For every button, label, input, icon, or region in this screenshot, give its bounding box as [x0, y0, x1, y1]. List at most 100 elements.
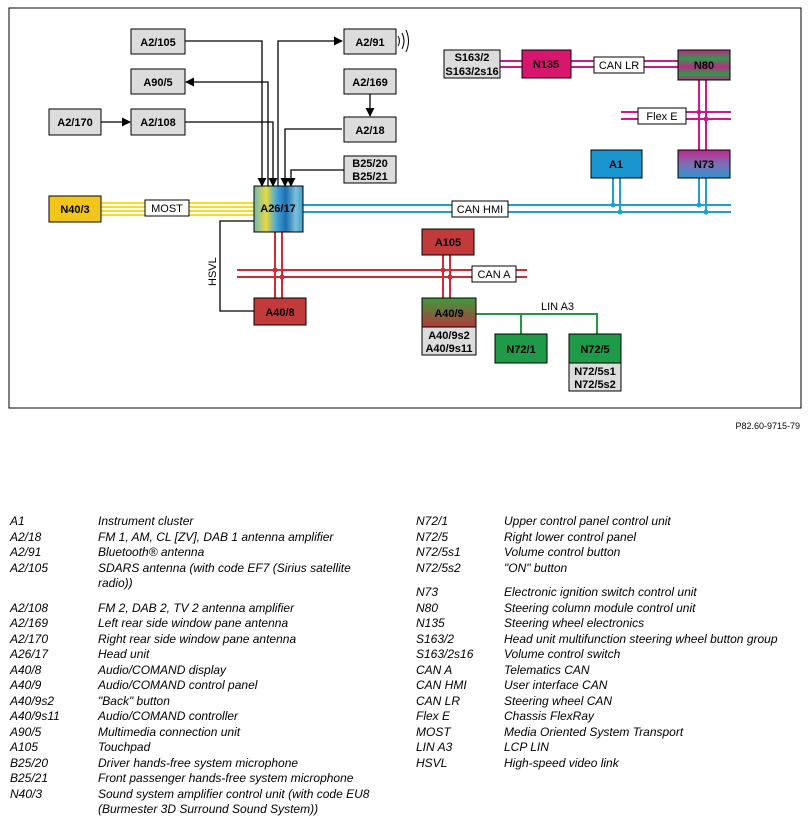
svg-text:S163/2: S163/2 — [455, 52, 490, 64]
legend-code: MOST — [416, 724, 451, 739]
svg-text:A2/18: A2/18 — [355, 125, 384, 137]
svg-text:B25/20: B25/20 — [352, 158, 387, 170]
legend-code: CAN A — [416, 662, 453, 677]
label-hsvl: HSVL — [207, 257, 219, 286]
legend-desc: Touchpad — [98, 740, 151, 754]
svg-text:N80: N80 — [694, 60, 714, 72]
legend-desc: Sound system amplifier control unit (wit… — [98, 786, 370, 801]
node-a90-5: A90/5 — [130, 68, 186, 95]
svg-text:N73: N73 — [694, 159, 714, 171]
legend-code: HSVL — [416, 755, 448, 770]
label-can-lr: CAN LR — [593, 56, 645, 74]
label-flex-e: Flex E — [637, 107, 687, 125]
svg-text:B25/21: B25/21 — [352, 171, 387, 183]
lin-a3-bus — [476, 313, 598, 334]
legend-code: A90/5 — [10, 724, 42, 739]
hsvl-link — [219, 220, 257, 312]
legend-desc: LCP LIN — [504, 740, 549, 754]
legend-code: A1 — [10, 514, 25, 528]
svg-text:A2/169: A2/169 — [352, 77, 387, 89]
legend-desc: High-speed video link — [504, 755, 619, 770]
legend-code: N135 — [416, 616, 445, 630]
node-a1: A1 — [590, 149, 643, 179]
legend-desc: Audio/COMAND controller — [98, 709, 239, 723]
legend-code: B25/21 — [10, 771, 49, 785]
svg-text:S163/2s16: S163/2s16 — [445, 66, 498, 78]
legend-desc: Instrument cluster — [98, 514, 194, 528]
legend-code: N40/3 — [10, 786, 43, 801]
legend-desc: SDARS antenna (with code EF7 (Sirius sat… — [98, 560, 351, 575]
svg-text:A2/91: A2/91 — [355, 37, 384, 49]
legend-code: Flex E — [416, 709, 451, 723]
legend-desc: Media Oriented System Transport — [504, 724, 684, 739]
svg-text:Flex E: Flex E — [646, 111, 677, 123]
node-a105: A105 — [421, 228, 475, 256]
legend-code: CAN HMI — [416, 678, 467, 692]
legend-left: A1 Instrument cluster A2/18 FM 1, AM, CL [… — [10, 514, 405, 818]
node-b25: B25/20 B25/21 — [343, 155, 397, 184]
legend-desc: Audio/COMAND control panel — [98, 678, 258, 692]
legend-desc: Head unit — [98, 647, 150, 661]
legend-code: N72/1 — [416, 514, 449, 528]
svg-text:A26/17: A26/17 — [260, 203, 295, 215]
svg-text:A2/108: A2/108 — [140, 117, 175, 129]
legend-code: A2/108 — [10, 600, 49, 615]
legend-desc: Right rear side window pane antenna — [98, 631, 297, 646]
legend-code: N72/5s1 — [416, 545, 461, 559]
svg-text:A2/170: A2/170 — [57, 117, 92, 129]
legend-desc: Steering column module control unit — [504, 600, 696, 615]
figure-reference: P82.60-9715-79 — [735, 421, 800, 431]
wireless-signal-icon — [397, 29, 409, 53]
svg-text:CAN HMI: CAN HMI — [457, 204, 503, 216]
legend-desc: Multimedia connection unit — [98, 724, 241, 739]
legend-desc: Electronic ignition switch control unit — [504, 585, 697, 599]
svg-text:A90/5: A90/5 — [143, 77, 172, 89]
legend-code: A26/17 — [10, 647, 49, 661]
svg-text:N72/5: N72/5 — [580, 344, 609, 356]
label-most: MOST — [144, 199, 190, 217]
legend-desc: Left rear side window pane antenna — [98, 616, 289, 630]
legend-code: A40/9s11 — [10, 709, 60, 723]
svg-text:A40/9: A40/9 — [434, 308, 463, 320]
legend-desc: Steering wheel CAN — [504, 693, 613, 708]
legend-code: A40/9s2 — [10, 693, 55, 708]
legend-code: A40/9 — [10, 678, 42, 692]
svg-text:CAN LR: CAN LR — [599, 60, 639, 72]
can-hmi-bus — [303, 178, 731, 213]
legend-desc: Driver hands-free system microphone — [98, 755, 299, 770]
legend-desc: Front passenger hands-free system microp… — [98, 771, 354, 785]
node-a40-8: A40/8 — [253, 297, 307, 326]
svg-text:N72/1: N72/1 — [506, 344, 535, 356]
svg-text:MOST: MOST — [151, 203, 183, 215]
can-hmi-nodes — [610, 202, 709, 215]
legend-code: A2/18 — [10, 529, 42, 544]
legend-code: A40/8 — [10, 662, 42, 677]
legend-desc: Telematics CAN — [504, 662, 590, 677]
legend-desc: Chassis FlexRay — [504, 709, 595, 723]
node-a2-170: A2/170 — [48, 108, 102, 136]
label-lin-a3: LIN A3 — [541, 301, 574, 313]
svg-text:A40/9s11: A40/9s11 — [425, 343, 472, 355]
legend-desc: FM 1, AM, CL [ZV], DAB 1 antenna amplifi… — [98, 529, 334, 544]
legend-code: B25/20 — [10, 755, 49, 770]
legend-code: A2/169 — [10, 616, 49, 630]
node-a2-169: A2/169 — [343, 68, 397, 95]
legend-code: N73 — [416, 585, 439, 599]
legend-code: LIN A3 — [416, 740, 453, 754]
legend-code: A105 — [10, 740, 39, 754]
node-n80: N80 — [677, 49, 731, 81]
label-can-a: CAN A — [471, 265, 517, 283]
legend-desc: Bluetooth® antenna — [98, 545, 205, 559]
legend-desc: "ON" button — [504, 560, 568, 575]
legend-desc: Volume control button — [504, 545, 621, 559]
svg-text:A2/105: A2/105 — [140, 37, 175, 49]
node-n72-5: N72/5 N72/5s1 N72/5s2 — [568, 333, 622, 392]
flex-e-nodes — [696, 109, 709, 122]
legend-code: N72/5s2 — [416, 560, 461, 575]
legend-desc: FM 2, DAB 2, TV 2 antenna amplifier — [98, 600, 295, 615]
wiring-diagram: A2/105 A2/91 A90/5 A2/169 A2/170 A2/108 … — [8, 7, 802, 409]
svg-text:A40/8: A40/8 — [265, 307, 294, 319]
node-n72-1: N72/1 — [494, 333, 548, 364]
legend-code: CAN LR — [416, 693, 461, 708]
